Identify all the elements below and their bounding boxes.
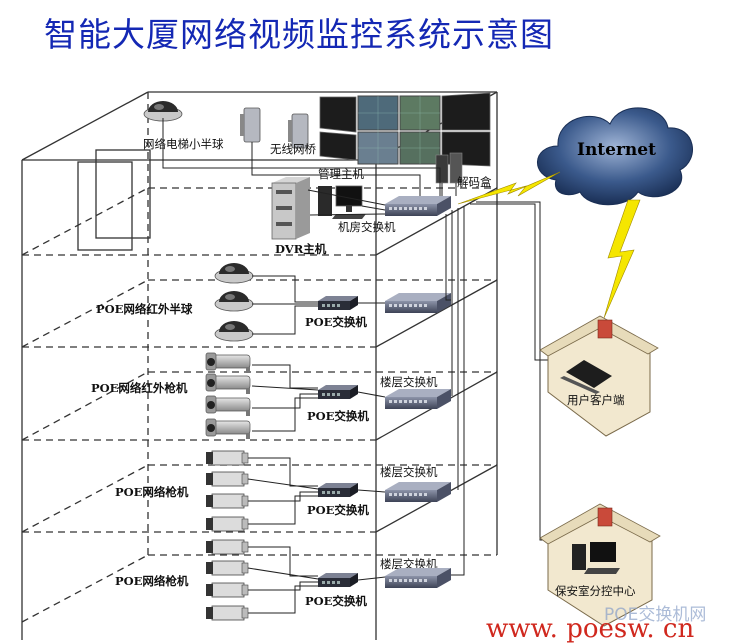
poe-switch-icon (318, 385, 358, 399)
box-camera-icon (205, 582, 249, 598)
box-camera-icon (205, 471, 249, 487)
label-security-center: 保安室分控中心 (555, 584, 636, 598)
ir-bullet-camera-icon (205, 418, 251, 440)
box-camera-icon (205, 560, 249, 576)
poe-ir-bullet-cameras (205, 352, 251, 440)
poe-switch-icon (318, 573, 358, 587)
poe-ir-dome-cameras (214, 262, 254, 342)
label-machine-room-switch: 机房交换机 (338, 220, 396, 234)
label-poe-bullet-1: POE网络枪机 (115, 485, 189, 499)
poe-bullet-cameras-floor4 (205, 450, 249, 532)
label-user-client: 用户客户端 (567, 393, 625, 407)
floor-switch-icon (385, 389, 451, 409)
label-management-host: 管理主机 (318, 167, 364, 181)
ir-dome-camera-icon (214, 320, 254, 342)
wireless-bridge-icon (240, 107, 309, 149)
internet-cloud-icon (537, 107, 693, 206)
machine-room-switch-icon (385, 196, 451, 216)
box-camera-icon (205, 605, 249, 621)
label-wireless-bridge: 无线网桥 (270, 142, 316, 156)
video-wall-monitors-icon (319, 92, 491, 167)
label-poe-switch-3: POE交换机 (307, 503, 369, 517)
label-poe-switch-4: POE交换机 (305, 594, 367, 608)
poe-switch-icon (318, 483, 358, 497)
label-poe-ir-dome: POE网络红外半球 (96, 302, 193, 316)
label-dvr-host: DVR主机 (275, 242, 327, 256)
ir-dome-camera-icon (214, 290, 254, 312)
ir-bullet-camera-icon (205, 395, 251, 417)
label-poe-switch-1: POE交换机 (305, 315, 367, 329)
box-camera-icon (205, 493, 249, 509)
watermark-brand: POE交换机网 (604, 605, 706, 625)
box-camera-icon (205, 516, 249, 532)
label-poe-ir-bullet: POE网络红外枪机 (91, 381, 188, 395)
floor-switch-icon (385, 482, 451, 502)
floor-switch-icon (385, 568, 451, 588)
label-poe-bullet-2: POE网络枪机 (115, 574, 189, 588)
poe-bullet-cameras-floor5 (205, 539, 249, 621)
label-poe-switch-2: POE交换机 (307, 409, 369, 423)
decoder-box-icon (435, 152, 463, 184)
label-elevator-camera: 网络电梯小半球 (143, 137, 224, 151)
internet-label: Internet (577, 140, 656, 160)
box-camera-icon (205, 450, 249, 466)
label-floor-switch-1: 楼层交换机 (380, 375, 438, 389)
top-floor-wiring (162, 118, 457, 216)
label-floor-switch-3: 楼层交换机 (380, 557, 438, 571)
ir-dome-camera-icon (214, 262, 254, 284)
user-client-house-icon (539, 315, 659, 437)
ir-bullet-camera-icon (205, 373, 251, 395)
box-camera-icon (205, 539, 249, 555)
poe-switch-icon (318, 296, 358, 310)
dvr-host-icon (271, 177, 310, 240)
watermark-url: www. poesw. cn (486, 614, 694, 643)
page-title: 智能大厦网络视频监控系统示意图 (44, 15, 554, 54)
security-center-house-icon (539, 503, 661, 627)
floor-switch-icon (385, 293, 451, 313)
label-decoder-box: 解码盒 (457, 175, 492, 189)
label-floor-switch-2: 楼层交换机 (380, 465, 438, 479)
backbone-risers (445, 201, 556, 576)
ir-bullet-camera-icon (205, 352, 251, 374)
lightning-link-icon (457, 171, 641, 319)
